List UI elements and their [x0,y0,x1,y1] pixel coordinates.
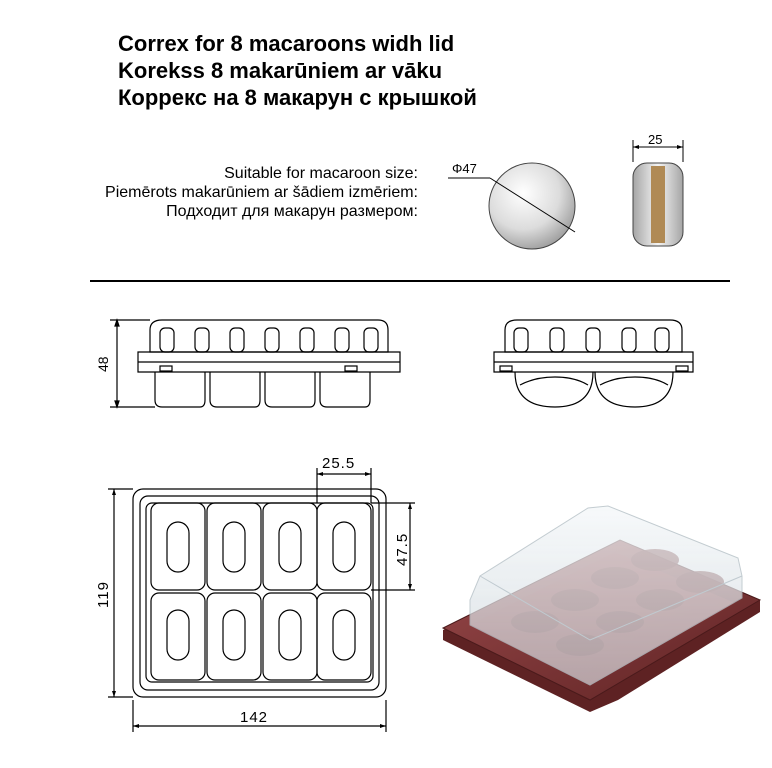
cell-depth-label: 47.5 [394,533,411,566]
diameter-line [489,177,576,233]
macaroon-circle [488,162,576,250]
suitable-russian: Подходит для макарун размером: [166,203,418,220]
top-plan-view [108,468,415,732]
title-english: Correx for 8 macaroons widh lid [118,31,455,56]
dimension-arrows [112,472,412,728]
tray-3d-render [441,505,762,712]
macaroon-top-view: Φ47 [448,161,576,250]
suitable-size-block: Suitable for macaroon size: Piemērots ma… [105,164,418,221]
tray-depth-label: 119 [95,581,112,608]
cell-width-label: 25.5 [322,455,355,472]
title-latvian: Korekss 8 makarūniem ar vāku [118,58,443,83]
title-block: Correx for 8 macaroons widh lid Korekss … [118,30,477,111]
side-height-label: 48 [95,356,111,372]
side-elevation-view [493,319,694,408]
macaroon-diameter-label: Φ47 [452,161,477,176]
tray-width-label: 142 [240,709,268,726]
macaroon-side-view: 25 [632,132,684,247]
title-russian: Коррекс на 8 макарун с крышкой [118,85,477,110]
macaroon-height-label: 25 [648,132,662,147]
macaroon-filling [651,166,665,243]
suitable-latvian: Piemērots makarūniem ar šādiem izmēriem: [105,184,418,201]
suitable-english: Suitable for macaroon size: [224,165,418,182]
front-elevation-view [110,318,401,409]
